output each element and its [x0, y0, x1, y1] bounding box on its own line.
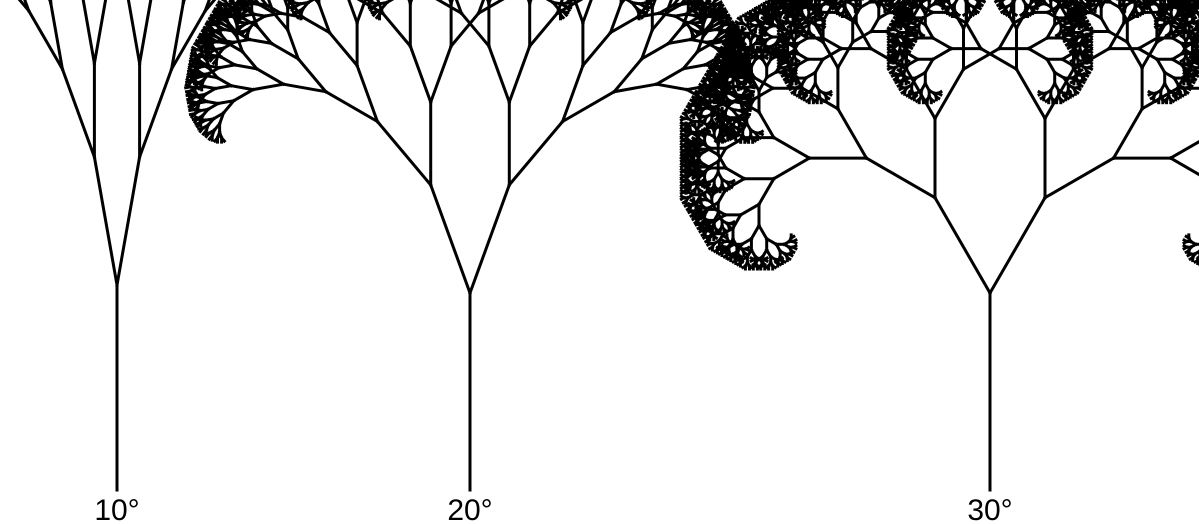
branch: [410, 46, 430, 102]
branch: [298, 14, 301, 17]
branch: [294, 12, 298, 13]
branch: [140, 0, 152, 63]
branch: [215, 9, 219, 11]
branch: [431, 185, 470, 293]
branch: [200, 46, 204, 47]
branch: [209, 57, 213, 58]
branch: [245, 34, 248, 37]
branch: [215, 86, 231, 89]
branch: [530, 13, 558, 46]
branch: [207, 102, 218, 104]
branch: [209, 136, 212, 139]
branch: [208, 66, 219, 68]
branch: [240, 31, 244, 32]
branch: [205, 45, 209, 46]
branch: [530, 0, 541, 3]
branch: [234, 90, 253, 101]
branch: [291, 7, 295, 8]
branch: [205, 39, 209, 41]
branch: [369, 7, 373, 8]
branch: [194, 83, 198, 84]
branch: [509, 46, 529, 102]
branch: [238, 2, 242, 4]
branch: [193, 48, 197, 50]
branch: [94, 0, 106, 63]
branch: [377, 14, 380, 17]
branch: [489, 46, 509, 102]
branch: [219, 2, 223, 4]
branch: [253, 84, 283, 89]
branch: [470, 185, 509, 293]
branch: [140, 69, 172, 157]
branch: [330, 33, 358, 66]
branch: [519, 0, 530, 3]
branch: [203, 131, 206, 134]
branch: [223, 0, 224, 1]
branch: [265, 13, 281, 16]
branch: [410, 0, 421, 3]
branch: [431, 46, 451, 102]
branch: [219, 65, 235, 68]
branch: [195, 106, 198, 109]
branch: [567, 3, 571, 4]
branch: [231, 86, 253, 90]
branch: [372, 12, 376, 13]
branch: [190, 64, 194, 66]
branch: [128, 0, 140, 63]
branch: [217, 78, 231, 86]
branch: [187, 91, 191, 92]
branch: [192, 59, 196, 60]
branch: [377, 122, 430, 185]
branch: [192, 78, 196, 79]
branch: [215, 138, 218, 141]
branch: [83, 0, 95, 63]
branch: [383, 13, 411, 46]
branch: [400, 0, 411, 3]
branch: [207, 34, 211, 35]
branch: [193, 119, 197, 120]
branch: [191, 104, 195, 105]
branch: [236, 19, 240, 20]
branch: [214, 15, 218, 17]
fractal-tree-10-degrees: [0, 0, 331, 490]
branch: [564, 12, 567, 15]
branch: [192, 53, 196, 55]
branch: [183, 0, 200, 3]
branch: [222, 40, 233, 42]
branch: [198, 121, 201, 124]
branch: [207, 28, 211, 30]
branch: [221, 57, 235, 65]
branch: [191, 114, 195, 115]
branch: [62, 69, 94, 157]
branch: [214, 21, 218, 22]
branch: [190, 70, 194, 71]
branch: [199, 86, 202, 89]
fractal-tree-20-degrees: [186, 0, 755, 490]
branch: [234, 40, 250, 43]
branch: [214, 60, 217, 63]
branch: [231, 7, 235, 8]
branch: [347, 0, 358, 23]
branch: [238, 8, 242, 9]
branch: [254, 14, 265, 16]
branch: [117, 157, 140, 285]
branch: [206, 53, 210, 54]
branch: [230, 1, 234, 3]
branch: [94, 157, 117, 285]
branch: [237, 26, 241, 27]
branch: [257, 69, 284, 84]
branch: [199, 128, 203, 129]
branch: [34, 0, 51, 3]
branch: [188, 99, 192, 100]
branch: [208, 22, 212, 24]
